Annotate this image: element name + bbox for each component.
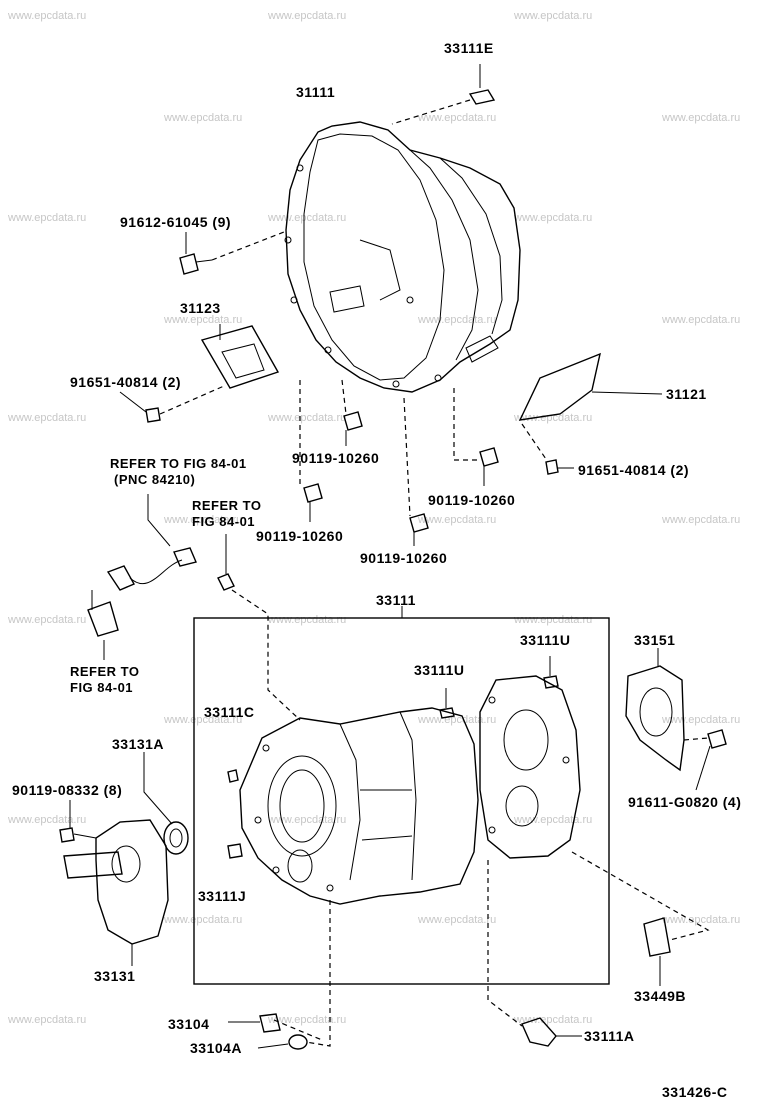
part-label-33111-box[interactable]: 33111 bbox=[376, 592, 416, 608]
figure-code: 331426-C bbox=[662, 1084, 728, 1100]
part-label-31123[interactable]: 31123 bbox=[180, 300, 221, 316]
watermark: www.epcdata.ru bbox=[662, 112, 741, 124]
watermark: www.epcdata.ru bbox=[514, 412, 593, 424]
drain-plug-drawing bbox=[228, 900, 331, 1050]
refer-note-2-line-1: REFER TO bbox=[192, 498, 262, 513]
assembly-frame bbox=[193, 617, 610, 985]
part-label-33449B[interactable]: 33449B bbox=[634, 988, 687, 1004]
watermark: www.epcdata.ru bbox=[164, 112, 243, 124]
cover-31123-drawing bbox=[119, 324, 280, 423]
watermark: www.epcdata.ru bbox=[268, 1014, 347, 1026]
clip-33449B-drawing bbox=[571, 851, 710, 986]
bolt-33111E-drawing bbox=[391, 64, 496, 125]
part-label-91612[interactable]: 91612-61045 (9) bbox=[120, 214, 232, 230]
part-label-33104A[interactable]: 33104A bbox=[190, 1040, 243, 1056]
part-label-33131A[interactable]: 33131A bbox=[112, 736, 165, 752]
bolts-90119-drawing bbox=[299, 379, 499, 546]
part-label-33111U-left[interactable]: 33111U bbox=[414, 662, 465, 678]
plug-33111A-drawing bbox=[487, 860, 582, 1047]
refer-note-1-line-2: (PNC 84210) bbox=[114, 472, 196, 487]
watermark: www.epcdata.ru bbox=[8, 614, 87, 626]
watermark: www.epcdata.ru bbox=[662, 714, 741, 726]
watermark: www.epcdata.ru bbox=[418, 514, 497, 526]
watermark: www.epcdata.ru bbox=[268, 412, 347, 424]
part-label-33111E[interactable]: 33111E bbox=[444, 40, 494, 56]
watermark: www.epcdata.ru bbox=[418, 914, 497, 926]
part-label-91611[interactable]: 91611-G0820 (4) bbox=[628, 794, 742, 810]
watermark: www.epcdata.ru bbox=[164, 514, 243, 526]
cover-31121-drawing bbox=[518, 352, 663, 475]
watermark: www.epcdata.ru bbox=[268, 814, 347, 826]
watermark: www.epcdata.ru bbox=[8, 1014, 87, 1026]
part-label-90119-b[interactable]: 90119-10260 bbox=[428, 492, 516, 508]
clutch-housing-drawing bbox=[284, 121, 521, 393]
watermark: www.epcdata.ru bbox=[662, 914, 741, 926]
watermark: www.epcdata.ru bbox=[418, 714, 497, 726]
part-label-31111-top[interactable]: 31111 bbox=[296, 84, 336, 100]
watermark: www.epcdata.ru bbox=[418, 112, 497, 124]
part-label-33111U-right[interactable]: 33111U bbox=[520, 632, 571, 648]
watermark: www.epcdata.ru bbox=[514, 1014, 593, 1026]
refer-note-3-line-2: FIG 84-01 bbox=[70, 680, 134, 695]
watermark: www.epcdata.ru bbox=[8, 814, 87, 826]
part-label-33111A[interactable]: 33111A bbox=[584, 1028, 635, 1044]
part-label-91651-left[interactable]: 91651-40814 (2) bbox=[70, 374, 182, 390]
watermark: www.epcdata.ru bbox=[662, 514, 741, 526]
watermark: www.epcdata.ru bbox=[164, 314, 243, 326]
part-label-33131[interactable]: 33131 bbox=[94, 968, 136, 984]
bolt-91612-drawing bbox=[179, 231, 285, 275]
watermark: www.epcdata.ru bbox=[8, 10, 87, 22]
refer-note-2-line-2: FIG 84-01 bbox=[192, 514, 256, 529]
refer-note-3-line-1: REFER TO bbox=[70, 664, 140, 679]
part-label-31121[interactable]: 31121 bbox=[666, 386, 707, 402]
part-label-90119-c[interactable]: 90119-10260 bbox=[256, 528, 344, 544]
sensor-harness-drawing bbox=[87, 494, 301, 721]
refer-note-1-line-1: REFER TO FIG 84-01 bbox=[110, 456, 247, 471]
cover-33151-drawing bbox=[625, 648, 727, 791]
transmission-case-drawing bbox=[227, 707, 479, 905]
part-label-33111C[interactable]: 33111C bbox=[204, 704, 255, 720]
part-label-90119-a[interactable]: 90119-10260 bbox=[292, 450, 380, 466]
watermark: www.epcdata.ru bbox=[164, 714, 243, 726]
part-label-91651-right[interactable]: 91651-40814 (2) bbox=[578, 462, 690, 478]
watermark: www.epcdata.ru bbox=[164, 914, 243, 926]
part-label-90119-d[interactable]: 90119-10260 bbox=[360, 550, 448, 566]
adapter-plate-drawing bbox=[439, 656, 581, 859]
part-label-33111J[interactable]: 33111J bbox=[198, 888, 247, 904]
watermark: www.epcdata.ru bbox=[418, 314, 497, 326]
part-label-33104[interactable]: 33104 bbox=[168, 1016, 210, 1032]
watermark: www.epcdata.ru bbox=[514, 212, 593, 224]
watermark: www.epcdata.ru bbox=[268, 614, 347, 626]
watermark: www.epcdata.ru bbox=[8, 412, 87, 424]
extension-housing-drawing bbox=[59, 752, 189, 966]
watermark: www.epcdata.ru bbox=[514, 614, 593, 626]
part-label-90119-08332[interactable]: 90119-08332 (8) bbox=[12, 782, 123, 798]
part-label-33151[interactable]: 33151 bbox=[634, 632, 676, 648]
watermark: www.epcdata.ru bbox=[514, 10, 593, 22]
watermark: www.epcdata.ru bbox=[268, 10, 347, 22]
watermark: www.epcdata.ru bbox=[662, 314, 741, 326]
watermark: www.epcdata.ru bbox=[8, 212, 87, 224]
